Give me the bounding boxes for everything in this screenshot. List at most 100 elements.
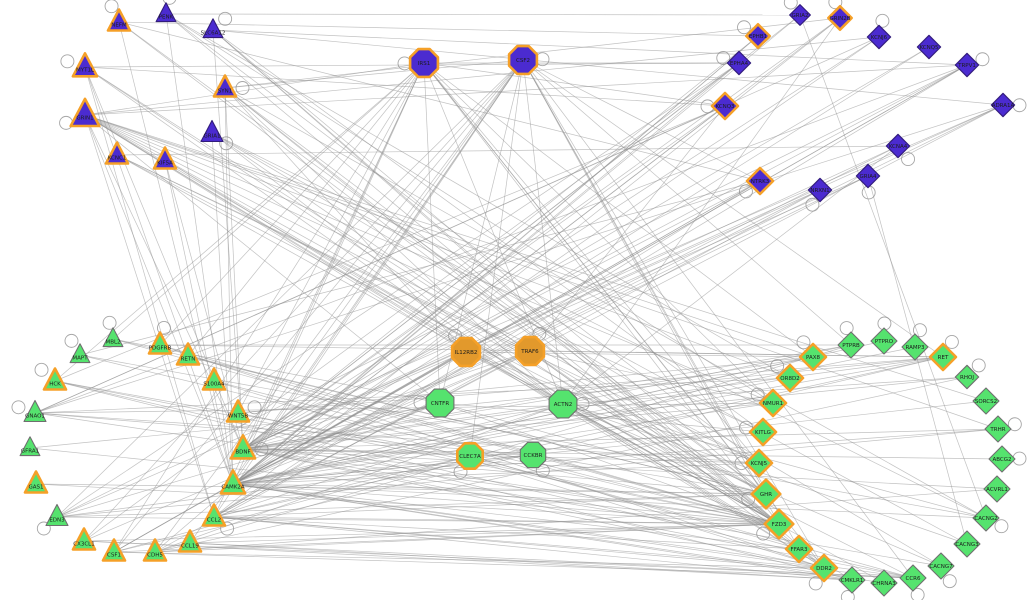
node-KCNQ3[interactable]: KCNQ3 <box>710 91 740 121</box>
node-CACNG3[interactable]: CACNG3 <box>953 530 981 558</box>
node-shape[interactable] <box>507 44 539 76</box>
node-shape[interactable] <box>175 342 201 366</box>
node-shape[interactable] <box>106 8 132 32</box>
node-GRIA2[interactable]: GRIA2 <box>789 4 811 26</box>
node-OR8D2[interactable]: OR8D2 <box>775 363 805 393</box>
node-RHOJ[interactable]: RHOJ <box>954 364 980 390</box>
node-shape[interactable] <box>23 399 47 423</box>
node-shape[interactable] <box>744 22 772 50</box>
node-RET[interactable]: RET <box>928 342 958 372</box>
node-ABCG2[interactable]: ABCG2 <box>988 445 1016 473</box>
node-CNTFR[interactable]: CNTFR <box>425 388 455 418</box>
node-SORCS2[interactable]: SORCS2 <box>972 387 1000 415</box>
node-shape[interactable] <box>763 508 795 540</box>
node-shape[interactable] <box>807 177 833 203</box>
node-shape[interactable] <box>983 475 1011 503</box>
node-IRS1[interactable]: IRS1 <box>408 47 440 79</box>
node-shape[interactable] <box>809 553 839 583</box>
node-shape[interactable] <box>837 331 865 359</box>
node-shape[interactable] <box>514 335 546 367</box>
node-shape[interactable] <box>870 327 898 355</box>
node-shape[interactable] <box>710 91 740 121</box>
node-shape[interactable] <box>984 415 1012 443</box>
node-shape[interactable] <box>972 504 1000 532</box>
node-shape[interactable] <box>455 441 485 471</box>
node-shape[interactable] <box>19 436 41 457</box>
node-shape[interactable] <box>219 468 247 495</box>
node-GFRA1[interactable]: GFRA1 <box>19 436 41 457</box>
node-ADRA1A[interactable]: ADRA1A <box>990 92 1016 118</box>
node-PAX8[interactable]: PAX8 <box>798 342 828 372</box>
node-shape[interactable] <box>45 503 69 527</box>
node-GAS1[interactable]: GAS1 <box>23 470 49 494</box>
node-shape[interactable] <box>212 74 238 98</box>
node-shape[interactable] <box>954 52 980 78</box>
node-shape[interactable] <box>69 97 101 128</box>
node-shape[interactable] <box>972 387 1000 415</box>
node-shape[interactable] <box>927 552 955 580</box>
node-shape[interactable] <box>855 163 881 189</box>
node-MYT1L[interactable]: MYT1L <box>71 51 99 78</box>
node-GNAO1[interactable]: GNAO1 <box>23 399 47 423</box>
node-shape[interactable] <box>784 534 814 564</box>
node-shape[interactable] <box>745 166 775 196</box>
node-shape[interactable] <box>548 389 578 419</box>
node-TRPV1[interactable]: TRPV1 <box>954 52 980 78</box>
node-shape[interactable] <box>899 564 927 592</box>
node-shape[interactable] <box>102 327 124 348</box>
node-shape[interactable] <box>71 527 97 551</box>
node-PTPRO[interactable]: PTPRO <box>870 327 898 355</box>
node-shape[interactable] <box>870 569 898 597</box>
node-CLEC7A[interactable]: CLEC7A <box>455 441 485 471</box>
node-CSF2[interactable]: CSF2 <box>507 44 539 76</box>
node-shape[interactable] <box>177 529 203 553</box>
node-NTRK3[interactable]: NTRK3 <box>745 166 775 196</box>
node-shape[interactable] <box>866 24 892 50</box>
node-shape[interactable] <box>826 5 854 32</box>
node-shape[interactable] <box>885 133 911 159</box>
node-shape[interactable] <box>152 146 178 170</box>
node-shape[interactable] <box>142 538 168 562</box>
node-shape[interactable] <box>750 478 782 510</box>
node-GRIA4[interactable]: GRIA4 <box>855 163 881 189</box>
node-shape[interactable] <box>954 364 980 390</box>
node-shape[interactable] <box>201 367 227 391</box>
node-CX3CL1[interactable]: CX3CL1 <box>71 527 97 551</box>
node-TRAF6[interactable]: TRAF6 <box>514 335 546 367</box>
node-shape[interactable] <box>916 34 942 60</box>
node-shape[interactable] <box>69 343 91 364</box>
node-TRHR[interactable]: TRHR <box>984 415 1012 443</box>
node-CCKBR[interactable]: CCKBR <box>519 441 547 469</box>
node-shape[interactable] <box>519 441 547 469</box>
node-SLC6A12[interactable]: SLC6A12 <box>201 18 226 39</box>
node-IL12RB2[interactable]: IL12RB2 <box>450 336 482 368</box>
node-KCNJ6[interactable]: KCNJ6 <box>866 24 892 50</box>
node-shape[interactable] <box>450 336 482 368</box>
node-PENK[interactable]: PENK <box>155 2 177 23</box>
node-shape[interactable] <box>42 367 68 391</box>
node-CCR6[interactable]: CCR6 <box>899 564 927 592</box>
node-shape[interactable] <box>726 50 752 76</box>
node-shape[interactable] <box>798 342 828 372</box>
node-shape[interactable] <box>928 342 958 372</box>
node-shape[interactable] <box>744 448 774 478</box>
node-PTPRB[interactable]: PTPRB <box>837 331 865 359</box>
node-shape[interactable] <box>775 363 805 393</box>
node-shape[interactable] <box>23 470 49 494</box>
node-shape[interactable] <box>990 92 1016 118</box>
node-shape[interactable] <box>147 331 173 355</box>
node-KCNQ5[interactable]: KCNQ5 <box>916 34 942 60</box>
node-shape[interactable] <box>408 47 440 79</box>
node-shape[interactable] <box>155 2 177 23</box>
node-shape[interactable] <box>201 503 227 527</box>
node-ACVRL1[interactable]: ACVRL1 <box>983 475 1011 503</box>
node-shape[interactable] <box>789 4 811 26</box>
node-shape[interactable] <box>425 388 455 418</box>
node-GRIN2B[interactable]: GRIN2B <box>826 5 854 32</box>
node-PDGFRB[interactable]: PDGFRB <box>147 331 173 355</box>
node-EPHB1[interactable]: EPHB1 <box>744 22 772 50</box>
node-shape[interactable] <box>202 18 224 39</box>
node-ACTN2[interactable]: ACTN2 <box>548 389 578 419</box>
node-KCNJ5[interactable]: KCNJ5 <box>744 448 774 478</box>
